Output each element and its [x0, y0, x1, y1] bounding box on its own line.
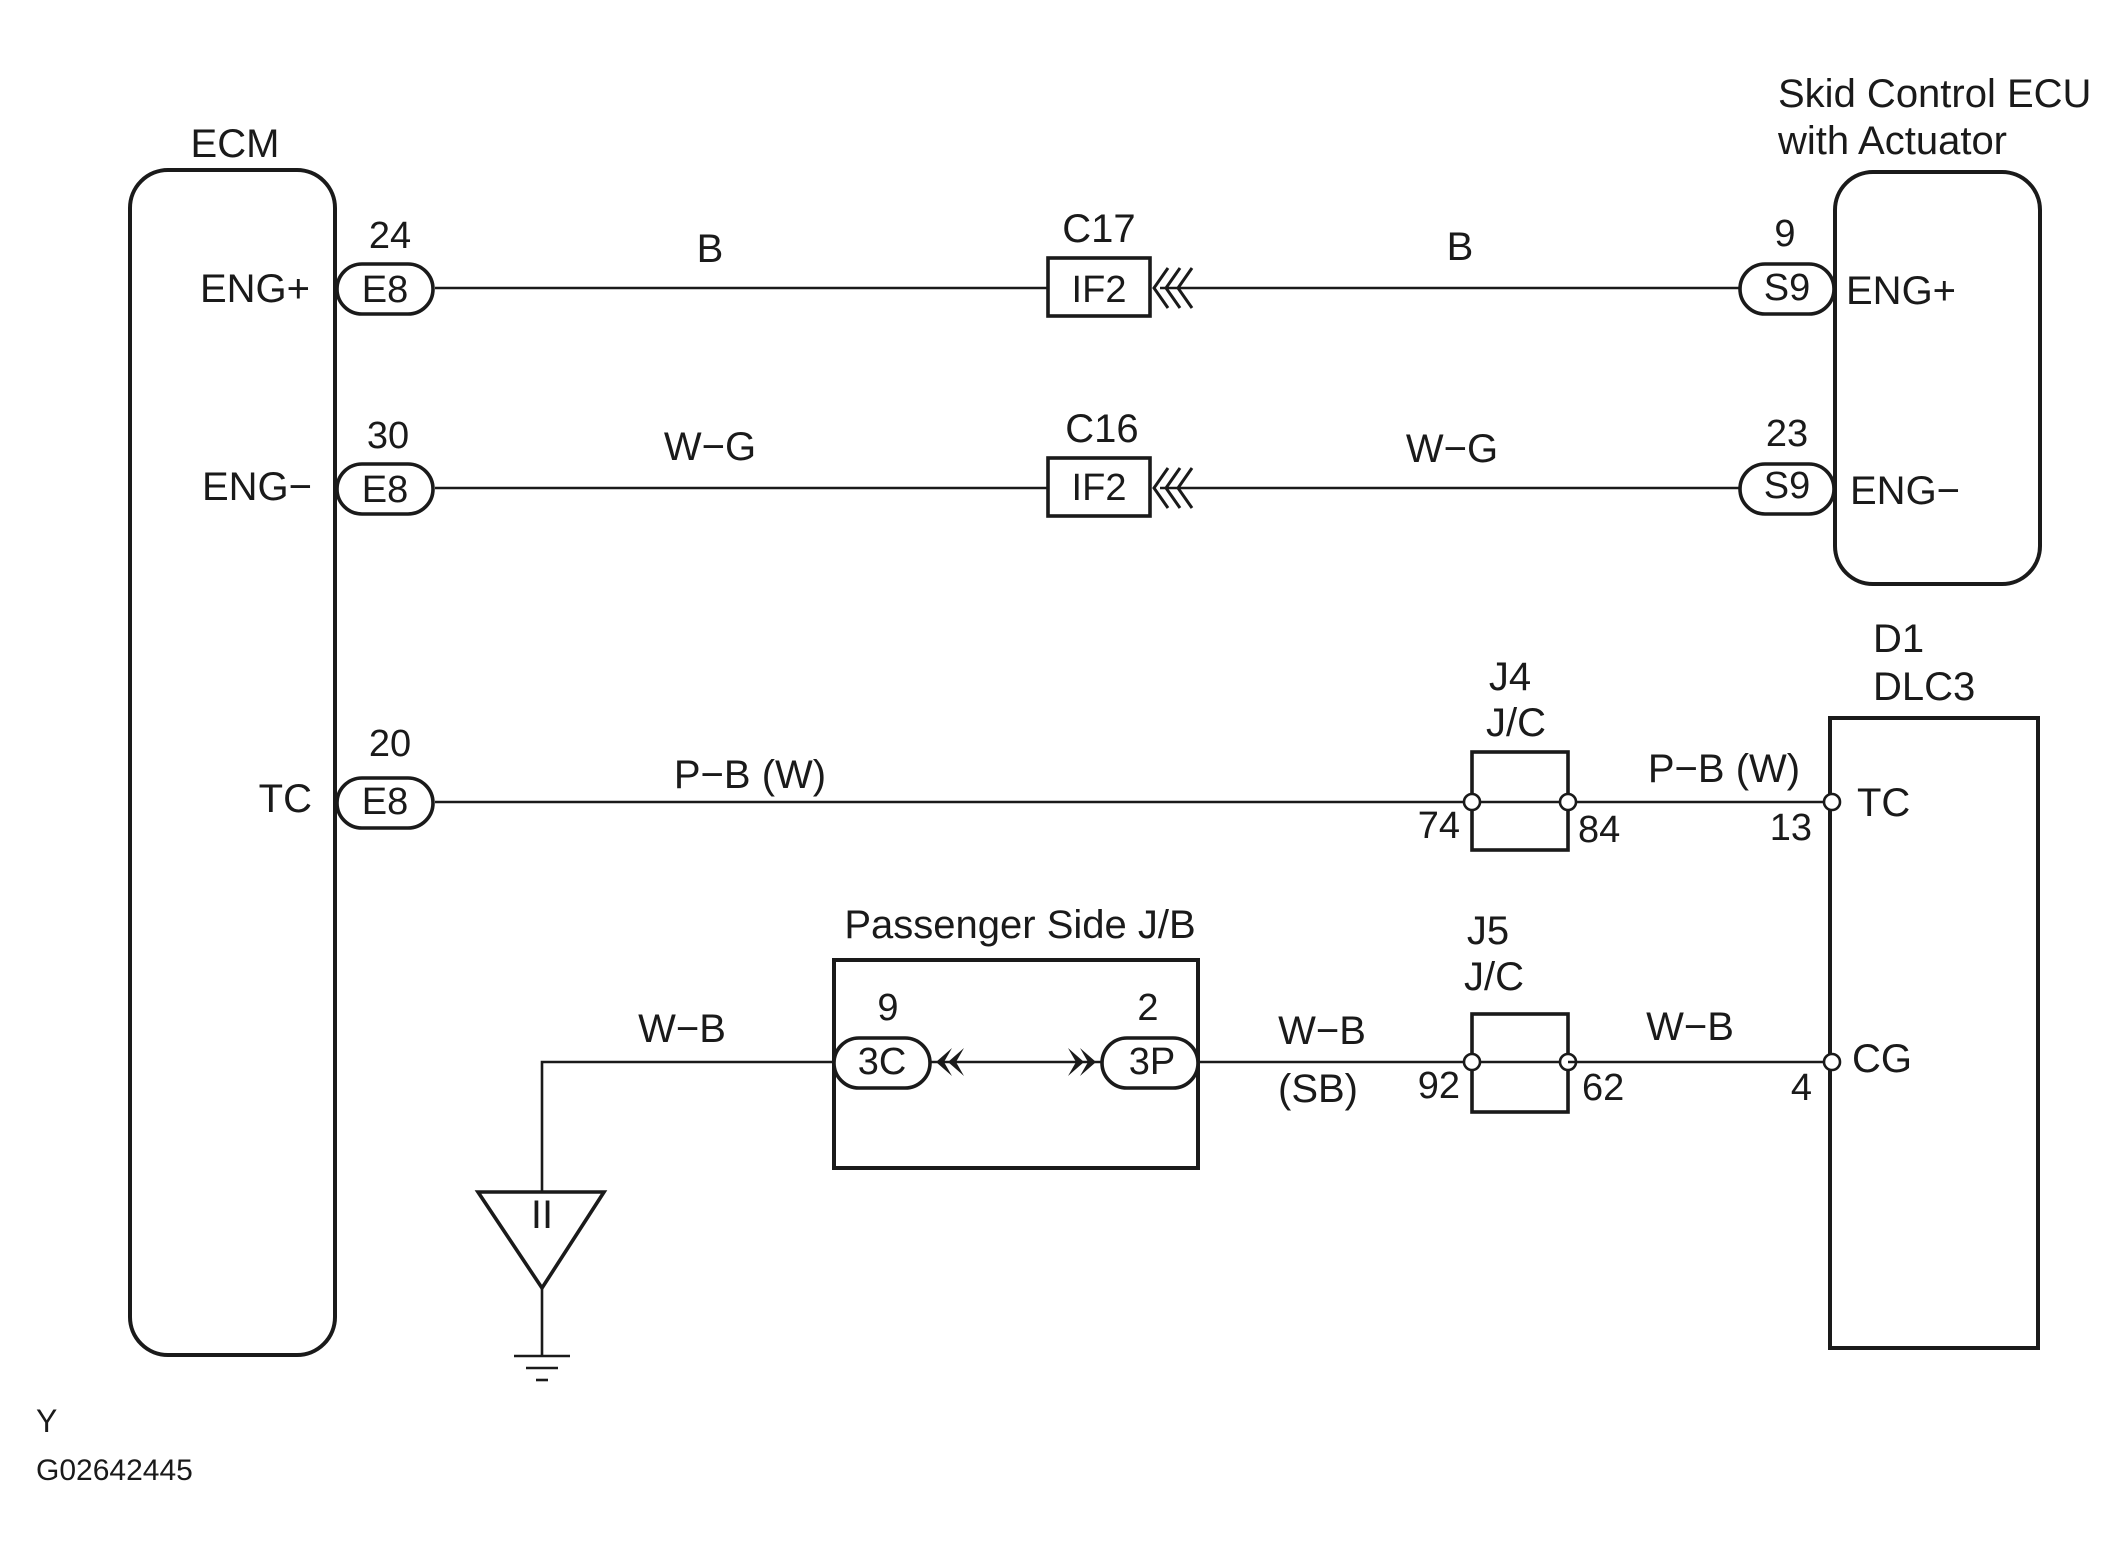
inline-connector-ref: C16 [1065, 407, 1138, 451]
jc-j5-pin-out: 62 [1582, 1067, 1624, 1109]
connector-chevron-icon [1080, 1048, 1096, 1076]
dlc3-pin-cg: CG [1852, 1037, 1912, 1081]
passenger-side-jb-title: Passenger Side J/B [844, 903, 1195, 947]
ecm-box [128, 168, 337, 1357]
dlc-terminal-dot [1822, 1052, 1842, 1072]
jb-pin-number-2: 2 [1137, 987, 1158, 1029]
connector-3p-label: 3P [1129, 1041, 1175, 1083]
connector-chevron-icon [936, 1048, 952, 1076]
jc-j4-ref: J4 [1489, 655, 1531, 699]
dlc-terminal-dot [1822, 792, 1842, 812]
ecm-pin-number-24: 24 [369, 215, 411, 257]
inline-connector-ref: C17 [1062, 207, 1135, 251]
jc-j5-type: J/C [1464, 955, 1524, 999]
ecm-title: ECM [191, 122, 280, 166]
ecm-pin-tc: TC [259, 777, 312, 821]
connector-s9-label: S9 [1764, 465, 1810, 507]
wire-color-label: W−G [1406, 427, 1498, 471]
dlc3-component: D1 DLC3 TC CG [1828, 617, 2040, 1350]
connector-3c-label: 3C [858, 1041, 907, 1083]
wire-color-label: B [697, 227, 724, 271]
dlc-pin-number-13: 13 [1770, 807, 1812, 849]
wire-ground-leg [540, 1060, 834, 1192]
skid-ecu-box [1833, 170, 2042, 586]
skid-ecu-title-line2: with Actuator [1777, 119, 2007, 163]
wire-color-label: W−B [1646, 1005, 1734, 1049]
wire-color-label: W−G [664, 425, 756, 469]
dlc3-title-line2: DLC3 [1873, 665, 1975, 709]
skid-ecu-pin-eng-plus: ENG+ [1846, 269, 1956, 313]
dlc3-pin-tc: TC [1857, 781, 1910, 825]
footer-figure-id: G02642445 [36, 1454, 193, 1487]
inline-connector-if2-c16 [1046, 456, 1152, 518]
ecm-pin-eng-minus: ENG− [202, 465, 312, 509]
jb-pin-number-9: 9 [877, 987, 898, 1029]
jc-terminal-dot [1558, 792, 1578, 812]
connector-e8-label: E8 [362, 781, 408, 823]
connector-e8-label: E8 [362, 269, 408, 311]
jc-j5-ref: J5 [1467, 909, 1509, 953]
circuit-tc: E8 20 P−B (W) J4 J/C 74 84 P−B (W) 13 [335, 655, 1842, 852]
wire-color-label: B [1447, 225, 1474, 269]
connector-s9-eng-minus [1738, 462, 1836, 516]
ecm-pin-eng-plus: ENG+ [200, 267, 310, 311]
circuit-cg: W−B II Passenger Side J/B 3C 9 3P 2 W−B … [474, 903, 1842, 1382]
wire-color-label: P−B (W) [674, 753, 826, 797]
dlc-pin-number-4: 4 [1791, 1067, 1812, 1109]
wire-color-alt-label: (SB) [1278, 1067, 1358, 1111]
jc-j4-pin-in: 74 [1418, 805, 1460, 847]
dlc3-box [1828, 716, 2040, 1350]
ground-icon [514, 1354, 570, 1382]
ground-point-triangle-icon [474, 1190, 608, 1292]
connector-chevron-icon [1068, 1048, 1084, 1076]
inline-connector-label: IF2 [1072, 269, 1127, 311]
circuit-eng-minus: E8 30 W−G IF2 C16 W−G S9 23 [335, 407, 1836, 518]
connector-e8-label: E8 [362, 469, 408, 511]
ecu-pin-number-9: 9 [1774, 213, 1795, 255]
skid-ecu-title-line1: Skid Control ECU [1778, 72, 2091, 116]
connector-e8-eng-minus [335, 462, 435, 516]
inline-connector-if2-c17 [1046, 256, 1152, 318]
ecm-component: ECM ENG+ ENG− TC [128, 122, 337, 1357]
connector-chevron-icon [948, 1048, 964, 1076]
jc-j4-pin-out: 84 [1578, 809, 1620, 851]
wire-color-label: P−B (W) [1648, 747, 1800, 791]
jc-j4-type: J/C [1486, 701, 1546, 745]
wire-color-label: W−B [1278, 1009, 1366, 1053]
ecm-pin-number-20: 20 [369, 723, 411, 765]
connector-e8-eng-plus [335, 262, 435, 316]
jc-terminal-dot [1462, 792, 1482, 812]
circuit-eng-plus: E8 24 B IF2 C17 B S9 9 [335, 207, 1836, 318]
connector-chevron-icon [1152, 467, 1194, 509]
wire-color-label: W−B [638, 1007, 726, 1051]
connector-s9-label: S9 [1764, 267, 1810, 309]
jc-terminal-dot [1462, 1052, 1482, 1072]
ground-point-label: II [531, 1193, 553, 1237]
ecu-pin-number-23: 23 [1766, 413, 1808, 455]
inline-connector-label: IF2 [1072, 467, 1127, 509]
dlc3-title-line1: D1 [1873, 617, 1924, 661]
skid-ecu-pin-eng-minus: ENG− [1850, 469, 1960, 513]
skid-control-ecu-component: Skid Control ECU with Actuator ENG+ ENG− [1777, 72, 2091, 586]
connector-e8-tc [335, 776, 435, 830]
connector-3c [832, 1036, 932, 1090]
connector-s9-eng-plus [1738, 262, 1836, 316]
connector-chevron-icon [1152, 267, 1194, 309]
footer-code-letter: Y [36, 1403, 57, 1439]
jc-j5-pin-in: 92 [1418, 1065, 1460, 1107]
ecm-pin-number-30: 30 [367, 415, 409, 457]
